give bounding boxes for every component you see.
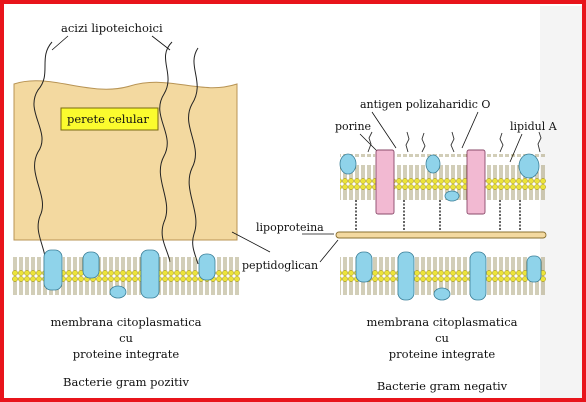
integral-protein [469,251,487,301]
lipoteichoic-strand [188,47,199,265]
integral-protein [109,285,127,299]
lipoteichoic-pointer-right [151,35,171,51]
lipoteichoic-strand [159,41,173,263]
membrane-label-line2: cu [119,331,133,345]
gram-negative-panel: antigen polizaharidic O porine lipidul A [335,98,558,393]
membrane-label-line3-right: proteine integrate [389,347,496,361]
integral-protein [397,251,415,301]
cell-wall [13,80,238,241]
membrane-label-line1-right: membrana citoplasmatica [366,315,517,329]
outer-membrane-bilayer [340,154,546,200]
integral-protein [355,251,373,283]
integral-protein [198,253,216,281]
lipid-a-label: lipidul A [510,120,558,133]
porin [375,149,395,215]
lipoteichoic-strand [33,41,53,263]
gram-positive-panel: perete celular acizi lipoteichoici membr… [12,21,271,389]
cell-wall-label-box [60,107,159,131]
porins-label: porine [335,120,371,133]
scan-edge [540,6,582,398]
lipoteichoic-label: acizi lipoteichoici [61,21,163,35]
integral-protein [526,255,542,283]
integral-protein [43,249,63,291]
o-antigen-chain [367,131,373,153]
outer-membrane-protein [339,153,357,175]
o-antigen-pointer-left [371,111,397,149]
o-antigen-chain [405,131,410,153]
peptidoglycan-label: peptidoglican [242,259,318,272]
peptidoglycan-pointer-right [319,239,339,263]
outer-membrane-protein [444,190,460,202]
lipoprotein-label: lipoproteina [256,221,324,234]
o-antigen-chain [450,131,455,153]
membrane-label-line2-right: cu [435,331,449,345]
o-antigen-chain [499,132,504,153]
o-antigen-label: antigen polizaharidic O [360,98,490,111]
o-antigen-chain [421,132,426,153]
o-antigen-pointer-right [461,111,479,149]
gram-negative-caption: Bacterie gram negativ [377,379,508,393]
lipoteichoic-pointer-left [51,35,69,51]
gram-positive-caption: Bacterie gram pozitiv [63,375,189,389]
outer-membrane-protein [518,153,540,179]
outer-membrane-protein [425,154,441,174]
o-antigen-chain [537,131,542,153]
integral-protein [140,249,160,299]
membrane-label-line1: membrana citoplasmatica [50,315,201,329]
porin [466,149,486,215]
cell-wall-label: perete celular [67,112,149,126]
peptidoglycan-layer [335,231,547,239]
peptidoglycan-pointer [231,231,271,253]
membrane-label-line3: proteine integrate [73,347,180,361]
integral-protein [433,287,451,301]
integral-protein [82,251,100,279]
